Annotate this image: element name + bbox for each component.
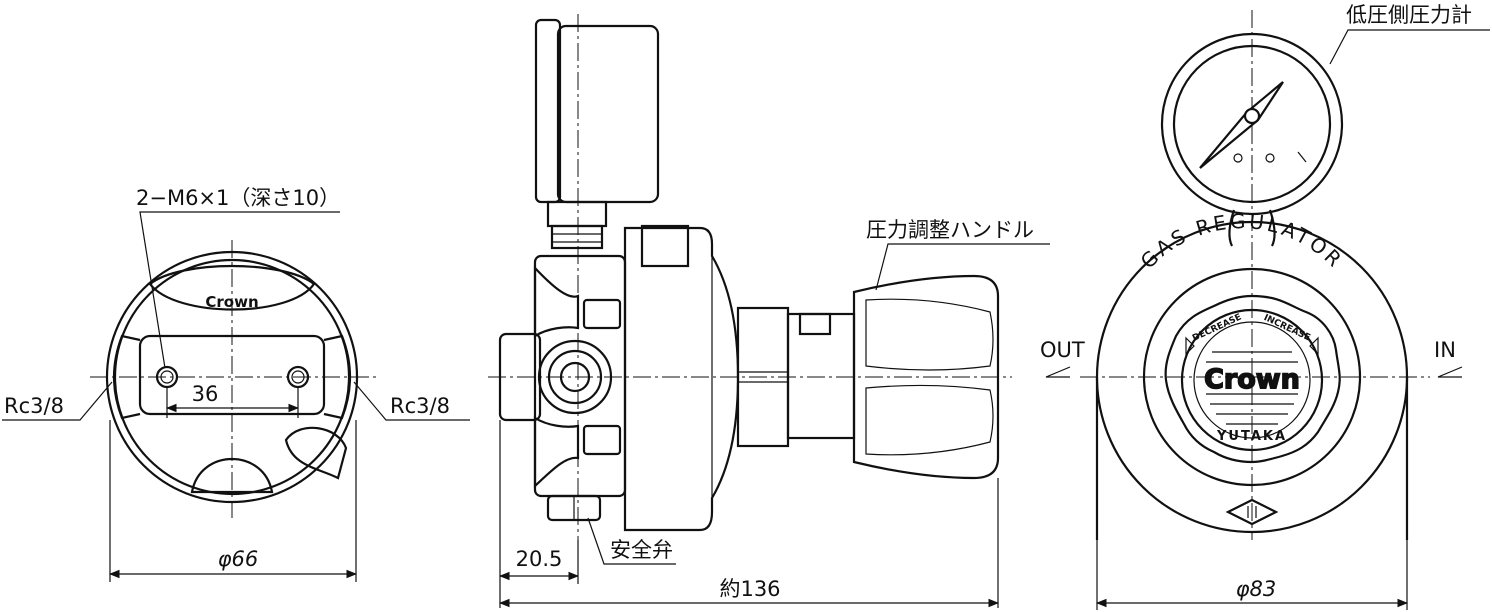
side-adjust-handle xyxy=(852,274,1000,480)
rear-inlet-label: IN xyxy=(1434,338,1456,362)
side-port-boss-outer xyxy=(537,339,613,415)
side-gauge-stem-hex xyxy=(546,200,608,228)
rear-bonnet-ring xyxy=(1142,267,1362,487)
rear-gauge-pivot xyxy=(1243,107,1261,125)
side-bonnet xyxy=(623,226,740,532)
side-handle-leader xyxy=(875,243,1050,291)
rear-inlet-arrow xyxy=(1437,366,1463,378)
front-mounting-plate xyxy=(138,334,326,416)
side-view: 圧力調整ハンドル 安全弁 20.5 約136 xyxy=(488,14,1050,608)
front-bottom-arch xyxy=(190,458,274,494)
side-handle-label: 圧力調整ハンドル xyxy=(866,218,1034,242)
side-relief-leader xyxy=(587,517,676,565)
rear-face-text: GAS REGULATOR xyxy=(1136,209,1346,273)
front-top-pocket xyxy=(148,264,316,311)
rear-face-diameter: φ83 xyxy=(1236,577,1277,601)
rear-outlet-label: OUT xyxy=(1040,338,1085,362)
rear-gauge-label: 低圧側圧力計 xyxy=(1346,3,1472,27)
front-view: Crown 2−M6×1（深さ10） 36 Rc3/8 Rc3/8 φ66 xyxy=(2,186,470,582)
front-port-right-label: Rc3/8 xyxy=(390,394,450,418)
side-relief-valve-label: 安全弁 xyxy=(610,538,673,562)
rear-gauge-leader xyxy=(1329,29,1490,65)
front-tap-hole-right xyxy=(286,365,310,389)
side-bonnet-cap xyxy=(640,224,690,268)
svg-text:GAS REGULATOR: GAS REGULATOR xyxy=(1136,209,1349,273)
side-overall-length: 約136 xyxy=(719,577,780,601)
front-tap-note: 2−M6×1（深さ10） xyxy=(136,186,340,210)
rear-flow-symbol xyxy=(1225,498,1279,526)
front-body-diameter: φ66 xyxy=(218,547,259,571)
rear-adjust-knob xyxy=(1164,294,1341,464)
rear-knob-decrease: DECREASE xyxy=(1191,312,1243,343)
front-bottom-right-pocket xyxy=(284,426,348,480)
side-offset-dimension: 20.5 xyxy=(516,547,563,571)
front-tap-hole-left xyxy=(155,365,179,389)
front-logo: Crown xyxy=(205,293,258,311)
rear-view: 低圧側圧力計 GAS REGULATOR DECREASE INCREASE C… xyxy=(1040,3,1490,610)
rear-knob-cap xyxy=(1180,308,1324,452)
rear-knob-increase: INCREASE xyxy=(1262,313,1312,343)
rear-gauge-outer xyxy=(1160,32,1344,216)
front-port-right xyxy=(323,334,352,420)
front-port-left-label: Rc3/8 xyxy=(4,394,64,418)
rear-outlet-arrow xyxy=(1045,366,1071,378)
side-gauge-bezel xyxy=(534,18,562,204)
side-gauge-stem xyxy=(550,224,604,250)
front-tap-leader xyxy=(139,211,340,369)
side-collar xyxy=(786,312,856,440)
front-hole-pitch: 36 xyxy=(192,382,219,406)
rear-gauge-face xyxy=(1172,44,1332,204)
side-port-bore xyxy=(559,361,591,393)
rear-gauge-needle xyxy=(1199,81,1284,169)
side-gauge-case xyxy=(556,24,660,204)
rear-knob-maker: YUTAKA xyxy=(1216,429,1287,444)
front-port-left xyxy=(112,334,141,420)
rear-knob-brand: Crown xyxy=(1204,364,1300,395)
front-body-outer xyxy=(105,250,359,504)
